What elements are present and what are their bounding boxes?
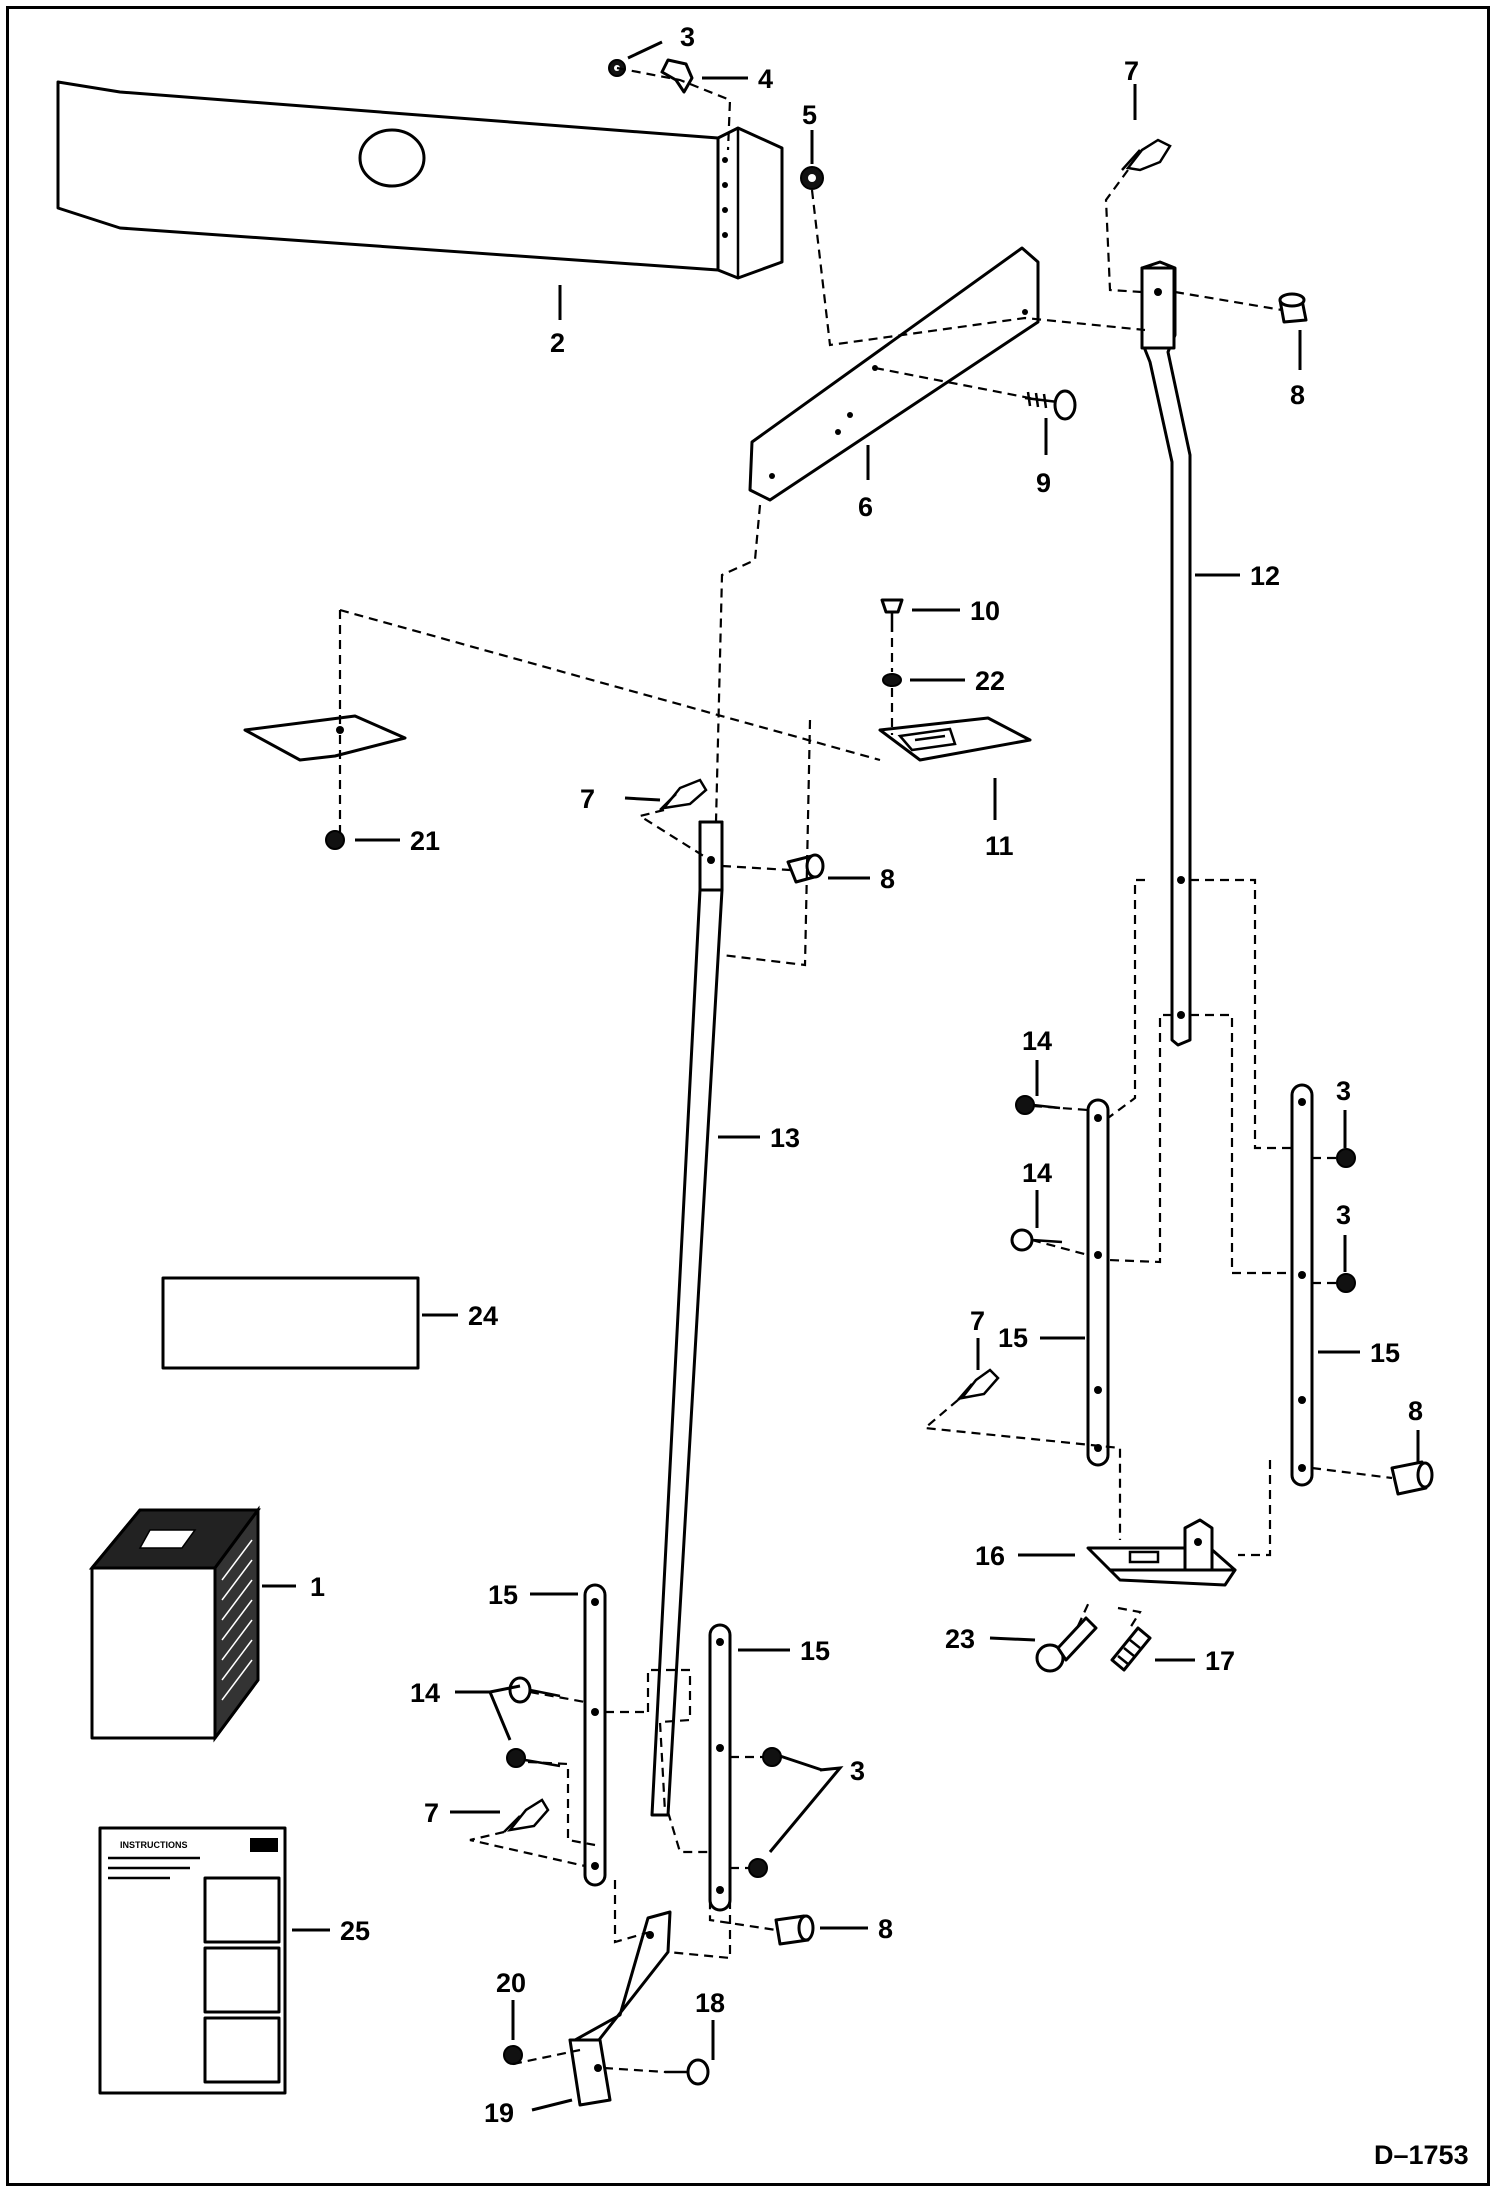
part-16-pedal-bracket bbox=[1086, 1518, 1237, 1587]
callout-3: 3 bbox=[680, 22, 695, 52]
callout-18: 18 bbox=[695, 1988, 725, 2018]
callout-7: 7 bbox=[580, 784, 595, 814]
bolt-10 bbox=[880, 598, 904, 632]
part-15-link-lower-left bbox=[583, 1583, 607, 1887]
callout-12: 12 bbox=[1250, 561, 1280, 591]
bolt-14-lower-b bbox=[506, 1748, 561, 1768]
part-bracket-plate bbox=[243, 714, 407, 762]
callout-15: 15 bbox=[998, 1323, 1028, 1353]
callout-5: 5 bbox=[802, 100, 817, 130]
drawing-number: D–1753 bbox=[1374, 2140, 1469, 2170]
bolt-14-upper-a bbox=[1015, 1095, 1061, 1115]
washer-22 bbox=[882, 673, 902, 687]
nut-3-lower-a bbox=[762, 1747, 782, 1767]
callout-11: 11 bbox=[985, 831, 1014, 861]
callout-3: 3 bbox=[1336, 1200, 1351, 1230]
callout-25: 25 bbox=[340, 1916, 370, 1946]
part-15-link-upper-left bbox=[1086, 1098, 1110, 1467]
callout-8: 8 bbox=[1290, 380, 1305, 410]
cotter-pin-7-top bbox=[1121, 138, 1172, 172]
callout-20: 20 bbox=[496, 1968, 526, 1998]
pin-8-mid bbox=[786, 853, 825, 884]
callout-8: 8 bbox=[880, 864, 895, 894]
part-6-mounting-plate bbox=[748, 246, 1040, 502]
callout-3: 3 bbox=[850, 1756, 865, 1786]
callout-6: 6 bbox=[858, 492, 873, 522]
callout-7: 7 bbox=[970, 1306, 985, 1336]
svg-text:INSTRUCTIONS: INSTRUCTIONS bbox=[120, 1840, 188, 1850]
diagram-border bbox=[6, 6, 1490, 2186]
washer-5 bbox=[800, 166, 824, 190]
callout-23: 23 bbox=[945, 1624, 975, 1654]
part-15-link-lower-right bbox=[708, 1623, 732, 1912]
bolt-9 bbox=[1024, 389, 1077, 421]
pin-8-top bbox=[1278, 292, 1308, 324]
callout-14: 14 bbox=[1022, 1158, 1052, 1188]
callout-3: 3 bbox=[1336, 1076, 1351, 1106]
callout-9: 9 bbox=[1036, 468, 1051, 498]
part-24-decal bbox=[161, 1276, 420, 1370]
part-15-link-upper-right bbox=[1290, 1083, 1314, 1487]
callout-labels: 3 4 5 2 6 9 7 8 12 10 22 11 21 7 8 13 14… bbox=[310, 22, 1423, 2128]
callout-14: 14 bbox=[1022, 1026, 1052, 1056]
callout-7: 7 bbox=[424, 1798, 439, 1828]
pin-8-right bbox=[1390, 1460, 1434, 1496]
callout-15: 15 bbox=[800, 1636, 830, 1666]
callout-15: 15 bbox=[1370, 1338, 1400, 1368]
callout-21: 21 bbox=[410, 826, 440, 856]
nut-3-lower-b bbox=[748, 1858, 768, 1878]
clip-4 bbox=[660, 58, 694, 94]
callout-10: 10 bbox=[970, 596, 1000, 626]
bolt-18 bbox=[665, 2058, 710, 2086]
callout-24: 24 bbox=[468, 1301, 498, 1331]
callout-7: 7 bbox=[1124, 56, 1139, 86]
callout-1: 1 bbox=[310, 1572, 325, 1602]
callout-16: 16 bbox=[975, 1541, 1005, 1571]
nut-3-upper-b bbox=[1336, 1273, 1356, 1293]
callout-19: 19 bbox=[484, 2098, 514, 2128]
callout-13: 13 bbox=[770, 1123, 800, 1153]
washer-20 bbox=[503, 2045, 523, 2065]
nut-3-upper-a bbox=[1336, 1148, 1356, 1168]
leader-lines bbox=[262, 40, 1420, 2112]
callout-22: 22 bbox=[975, 666, 1005, 696]
cotter-pin-7-mid bbox=[659, 778, 708, 811]
part-12-lever-arm bbox=[1140, 260, 1192, 1047]
bolt-23 bbox=[1035, 1616, 1098, 1673]
cotter-pin-7-right bbox=[957, 1368, 1000, 1401]
callout-15: 15 bbox=[488, 1580, 518, 1610]
part-25-instruction-sheet: INSTRUCTIONS bbox=[98, 1826, 287, 2095]
spring-17 bbox=[1110, 1626, 1152, 1672]
callout-4: 4 bbox=[758, 64, 773, 94]
cotter-pin-7-lower bbox=[503, 1798, 550, 1833]
part-11-slotted-plate bbox=[878, 716, 1032, 762]
callout-8: 8 bbox=[1408, 1396, 1423, 1426]
part-2-crossmember bbox=[56, 80, 784, 280]
callout-8: 8 bbox=[878, 1914, 893, 1944]
pin-8-lower bbox=[774, 1914, 815, 1946]
bolt-14-lower-a bbox=[508, 1676, 561, 1704]
callout-2: 2 bbox=[550, 328, 565, 358]
assembly-dashed-lines bbox=[338, 66, 1393, 2074]
part-1-box bbox=[88, 1505, 261, 1743]
nut-21 bbox=[325, 830, 345, 850]
callout-14: 14 bbox=[410, 1678, 440, 1708]
callout-17: 17 bbox=[1205, 1646, 1235, 1676]
